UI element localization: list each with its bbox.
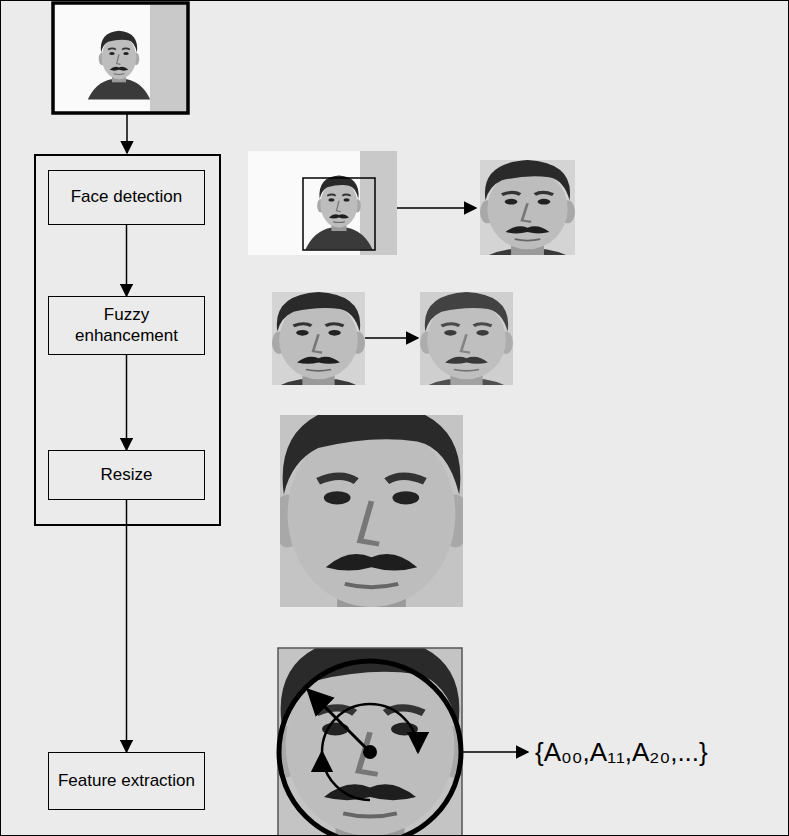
input-arrow [126, 114, 128, 153]
unit-disk [279, 661, 461, 836]
step-arrow [365, 337, 418, 339]
process-box: Feature extraction [48, 752, 205, 810]
face-after-enhancement [377, 275, 556, 416]
step-arrow [397, 207, 476, 209]
cropped-face [436, 143, 619, 287]
box-label: Resize [95, 465, 159, 485]
feature-face [178, 596, 561, 836]
feature-vector-label: {A₀₀,A₁₁,A₂₀,...} [535, 737, 708, 768]
process-box: Face detection [48, 170, 205, 225]
resized-face [181, 362, 562, 693]
box-label: Feature extraction [52, 771, 201, 791]
process-box: Fuzzy enhancement [48, 296, 205, 355]
output-arrow [462, 751, 528, 753]
process-box: Resize [48, 450, 205, 500]
preprocessing-group [35, 155, 220, 525]
box-label: Fuzzy enhancement [49, 305, 204, 346]
flow-arrow [126, 225, 128, 296]
face-before-enhancement [229, 275, 408, 416]
box-label: Face detection [65, 187, 189, 207]
flow-arrow [126, 355, 128, 450]
input-photo [53, 3, 188, 113]
flow-arrow [126, 500, 128, 752]
detection-photo [248, 151, 397, 255]
